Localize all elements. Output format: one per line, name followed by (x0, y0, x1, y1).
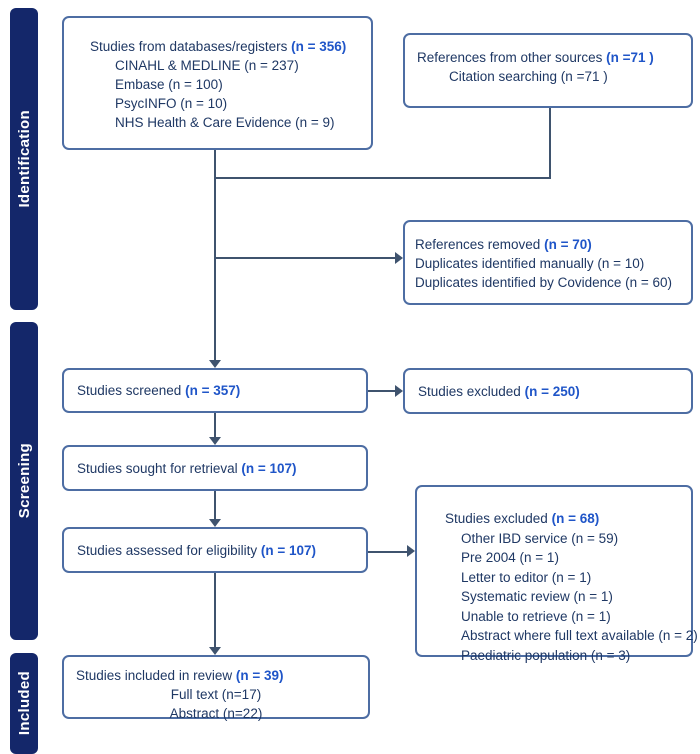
box-title-text: Studies included in review (76, 668, 233, 683)
stage-bar-screening: Screening (10, 322, 38, 640)
box-studies-excluded-eligibility: Studies excluded (n = 68) Other IBD serv… (415, 485, 698, 663)
connector-main-vertical (214, 150, 216, 361)
connector-screened-to-sought (214, 413, 216, 437)
box-title-text: Studies screened (77, 383, 182, 398)
box-studies-sought-retrieval: Studies sought for retrieval (n = 107) (62, 445, 368, 491)
box-title: Studies excluded (n = 250) (418, 382, 580, 401)
box-title-text: References removed (415, 237, 541, 252)
box-items: Other IBD service (n = 59) Pre 2004 (n = … (461, 529, 698, 666)
box-item: Unable to retrieve (n = 1) (461, 608, 611, 624)
box-item: Citation searching (n =71 ) (449, 69, 608, 84)
box-title-text: Studies from databases/registers (90, 39, 288, 54)
box-title-text: Studies excluded (445, 511, 548, 526)
box-title: Studies screened (n = 357) (77, 381, 240, 400)
box-item: Duplicates identified manually (n = 10) (415, 256, 645, 271)
box-studies-from-databases: Studies from databases/registers (n = 35… (62, 16, 373, 150)
arrowhead-to-screened (209, 360, 221, 368)
box-item: CINAHL & MEDLINE (n = 237) (115, 58, 299, 73)
box-title: Studies excluded (n = 68) (445, 509, 687, 529)
box-count: (n = 356) (291, 39, 347, 54)
connector-to-excluded-screening (368, 390, 396, 392)
box-count: (n = 250) (524, 383, 580, 399)
box-count: (n = 107) (241, 460, 297, 476)
box-title: Studies assessed for eligibility (n = 10… (77, 541, 316, 560)
connector-to-references-removed (215, 257, 397, 259)
box-title-text: Studies sought for retrieval (77, 460, 238, 476)
connector-other-sources-horizontal (214, 177, 551, 179)
connector-assessed-to-included (214, 573, 216, 647)
box-count: (n = 107) (260, 542, 317, 558)
box-count: (n = 70) (544, 237, 592, 252)
box-references-other-sources: References from other sources (n =71 ) C… (403, 33, 693, 108)
box-studies-excluded-screening: Studies excluded (n = 250) (403, 368, 693, 414)
box-title: Studies sought for retrieval (n = 107) (77, 459, 297, 478)
box-count: (n = 68) (551, 511, 600, 526)
connector-other-sources-vertical (549, 108, 551, 179)
box-count: (n = 357) (185, 383, 241, 398)
arrowhead-to-excluded-eligibility (407, 545, 415, 557)
box-studies-included-review: Studies included in review (n = 39) Full… (62, 655, 370, 721)
box-item: Duplicates identified by Covidence (n = … (415, 275, 673, 290)
box-item: Pre 2004 (n = 1) (461, 550, 559, 565)
box-title-text: Studies excluded (418, 383, 521, 399)
stage-label-identification: Identification (15, 110, 33, 208)
box-item: Embase (n = 100) (115, 77, 223, 92)
arrowhead-to-references-removed (395, 252, 403, 264)
box-items: Duplicates identified manually (n = 10) D… (415, 254, 685, 292)
stage-bar-included: Included (10, 653, 38, 754)
arrowhead-to-included (209, 647, 221, 655)
box-item: Abstract where full text available (n = … (461, 628, 698, 643)
box-title-text: References from other sources (417, 50, 603, 65)
box-item: Full text (n=17) (170, 687, 262, 702)
connector-to-excluded-eligibility (368, 551, 407, 553)
box-studies-screened: Studies screened (n = 357) (62, 368, 368, 413)
box-item: Systematic review (n = 1) (461, 589, 613, 604)
stage-bar-identification: Identification (10, 8, 38, 310)
stage-label-included: Included (15, 671, 33, 736)
box-count: (n = 39) (235, 668, 284, 683)
box-title: Studies included in review (n = 39) (64, 666, 368, 685)
arrowhead-to-excluded-screening (395, 385, 403, 397)
box-title-text: Studies assessed for eligibility (77, 542, 258, 558)
box-items: Full text (n=17) Abstract (n=22) (64, 685, 368, 723)
box-item: NHS Health & Care Evidence (n = 9) (115, 115, 335, 130)
box-item: Letter to editor (n = 1) (461, 569, 592, 585)
box-studies-assessed-eligibility: Studies assessed for eligibility (n = 10… (62, 527, 368, 573)
box-title: References removed (n = 70) (415, 235, 685, 254)
box-item: Other IBD service (n = 59) (461, 530, 619, 546)
box-references-removed: References removed (n = 70) Duplicates i… (403, 220, 693, 305)
connector-sought-to-assessed (214, 491, 216, 519)
box-item: PsycINFO (n = 10) (115, 96, 228, 111)
box-title: References from other sources (n =71 ) (417, 48, 685, 67)
box-title: Studies from databases/registers (n = 35… (90, 37, 363, 56)
box-items: CINAHL & MEDLINE (n = 237) Embase (n = 10… (115, 56, 363, 132)
box-item: Abstract (n=22) (169, 706, 263, 721)
stage-label-screening: Screening (15, 443, 33, 519)
box-item: Paediatric population (n = 3) (461, 647, 631, 663)
arrowhead-to-assessed (209, 519, 221, 527)
box-count: (n =71 ) (606, 50, 654, 65)
box-items: Citation searching (n =71 ) (449, 67, 685, 86)
arrowhead-to-sought (209, 437, 221, 445)
